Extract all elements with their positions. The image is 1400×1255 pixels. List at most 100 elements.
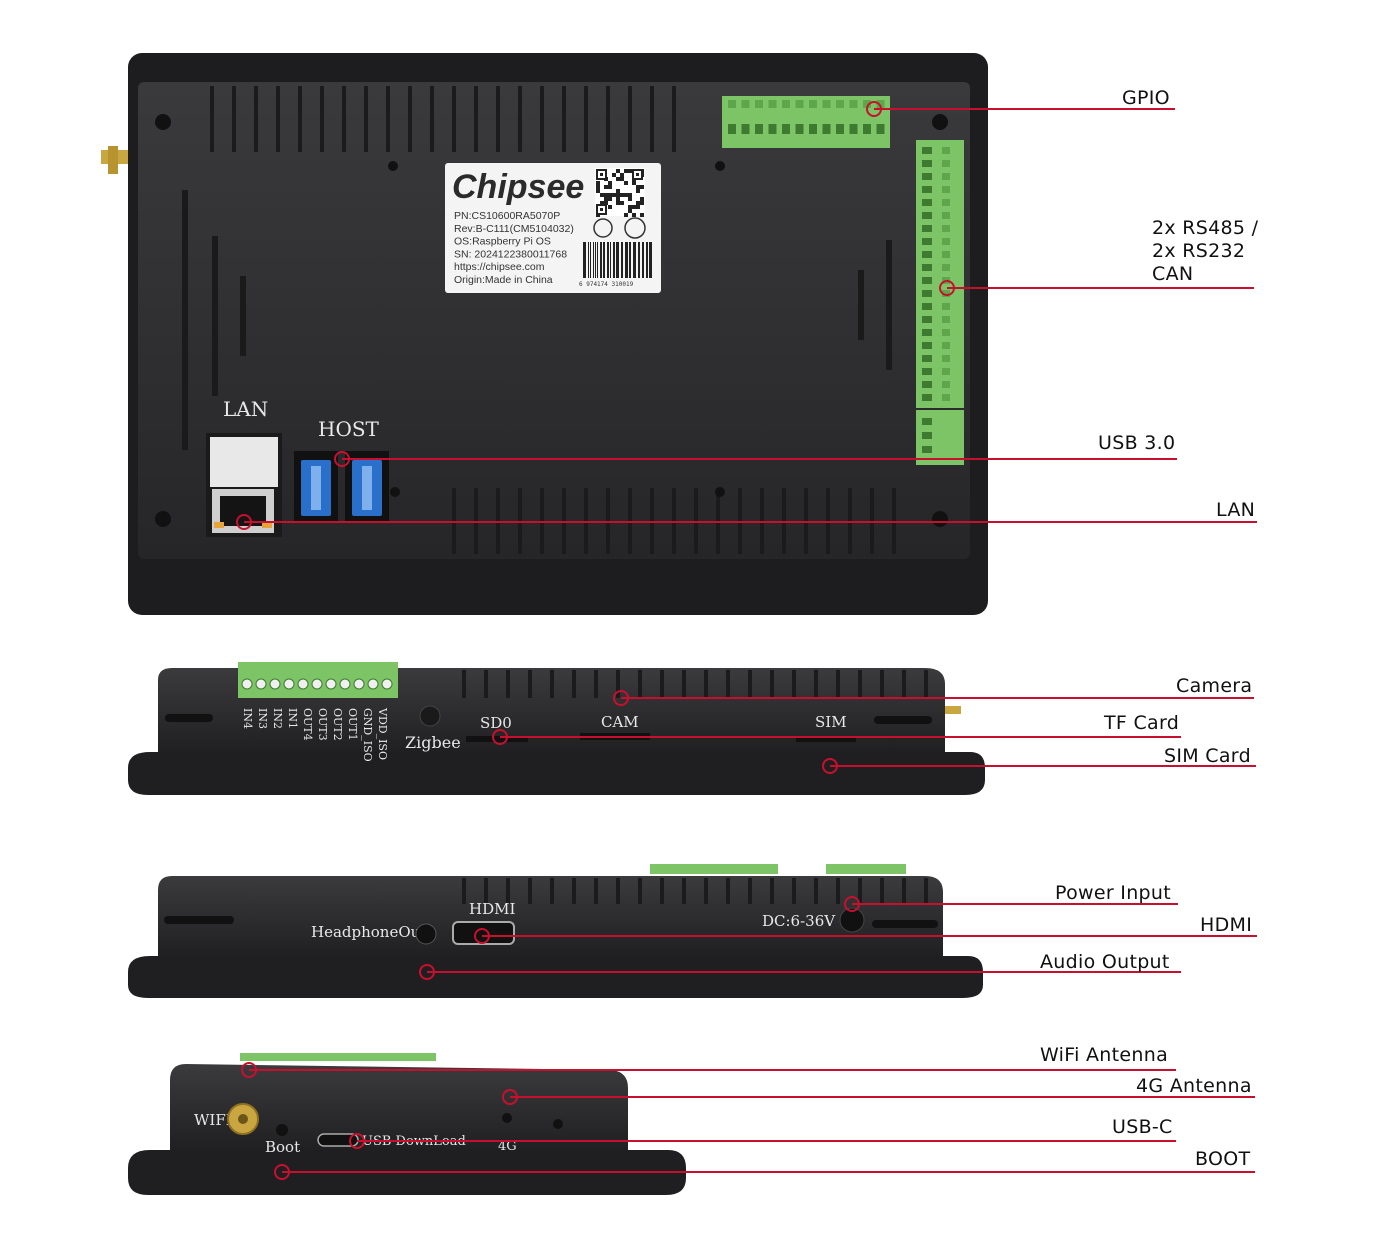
barcode-bar [597, 242, 598, 278]
label-line: PN:CS10600RA5070P [454, 210, 560, 222]
left-vent [182, 190, 188, 450]
callout-marker-usbc [349, 1133, 365, 1149]
fin [616, 878, 620, 904]
silk-boot: Boot [265, 1138, 300, 1156]
serial-pin [922, 147, 932, 154]
qr-cell [608, 185, 612, 189]
io-screw [353, 678, 365, 690]
serial-screw [942, 329, 950, 336]
qr-cell [612, 193, 616, 197]
gpio-screw [782, 100, 790, 108]
fin [484, 878, 488, 904]
barcode-bar [629, 242, 631, 278]
qr-cell [620, 173, 624, 177]
gpio-pin [795, 124, 804, 134]
fin [518, 86, 522, 152]
callout-label-serial-line: CAN [1152, 263, 1194, 285]
side-antenna [945, 706, 961, 714]
serial-screw [942, 173, 950, 180]
fin [880, 670, 884, 698]
qr-cell [636, 205, 640, 209]
qr-cell [640, 213, 644, 217]
fin [584, 86, 588, 152]
io-screw [241, 678, 253, 690]
serial-pin [922, 368, 932, 375]
rohs-mark [624, 217, 646, 239]
qr-cell [608, 193, 612, 197]
barcode-bar [616, 242, 619, 278]
qr-cell [608, 197, 612, 201]
gpio-pin [876, 124, 885, 134]
fin [572, 670, 576, 698]
io-screw [255, 678, 267, 690]
serial-pin [922, 394, 932, 401]
gpio-screw [822, 100, 831, 108]
gpio-screw [795, 100, 804, 108]
io-pin-label: IN1 [286, 708, 299, 729]
silk-sd0: SD0 [480, 714, 512, 732]
gpio-terminal [722, 96, 890, 148]
barcode-bar [610, 242, 611, 278]
fin [748, 670, 752, 698]
serial-screw [942, 316, 950, 323]
barcode-bar [583, 242, 586, 278]
callout-label-usbc: USB-C [1112, 1116, 1173, 1138]
qr-cell [596, 185, 600, 189]
barcode-bar [593, 242, 594, 278]
headphone-jack [415, 923, 437, 945]
gpio-screw [809, 100, 817, 108]
barcode-bar [600, 242, 602, 278]
qr-cell [632, 205, 636, 209]
callout-marker-serial [939, 280, 955, 296]
callout-label-usb3: USB 3.0 [1098, 432, 1176, 454]
qr-cell [600, 201, 604, 205]
qr-cell [632, 181, 636, 185]
qr-cell [636, 201, 640, 205]
gpio-screw [728, 100, 736, 108]
callout-label-wifi: WiFi Antenna [1040, 1044, 1169, 1066]
qr-finder-dot [636, 173, 639, 176]
callout-marker-gpio [866, 101, 882, 117]
fin [880, 878, 884, 904]
serial-pin [922, 316, 932, 323]
fin [924, 878, 928, 904]
serial-pin [922, 199, 932, 206]
silk-4g: 4G [498, 1139, 517, 1154]
4g-antenna-hole [502, 1113, 512, 1123]
barcode-bar [625, 242, 628, 278]
fin [342, 86, 346, 152]
fin [452, 86, 456, 152]
label-line: OS:Raspberry Pi OS [454, 236, 551, 248]
barcode-bar [588, 242, 589, 278]
screw [715, 161, 725, 171]
callout-marker-camera [613, 690, 629, 706]
lan-led [214, 522, 224, 528]
fin [858, 670, 862, 698]
serial-screw [942, 290, 950, 297]
barcode-bar [646, 242, 648, 278]
callout-label-4g: 4G Antenna [1136, 1075, 1252, 1097]
fin [814, 878, 818, 904]
qr-cell [628, 169, 632, 173]
side-vent [872, 920, 938, 928]
fin [650, 86, 654, 152]
qr-cell [628, 209, 632, 213]
side-view-wireless: WIFI Boot USB DownLoad 4G [128, 1053, 686, 1195]
qr-cell [604, 197, 608, 201]
serial-screw [942, 251, 950, 258]
fin [232, 86, 236, 152]
callout-marker-usb3 [334, 451, 350, 467]
qr-cell [628, 193, 632, 197]
zigbee-antenna-hole [419, 705, 441, 727]
callout-label-boot: BOOT [1195, 1148, 1251, 1170]
fin [430, 86, 434, 152]
io-screw [269, 678, 281, 690]
silk-headphone: HeadphoneOut [311, 923, 426, 941]
fin [484, 670, 488, 698]
serial-pin [922, 342, 932, 349]
fin [726, 670, 730, 698]
callout-marker-simcard [822, 758, 838, 774]
